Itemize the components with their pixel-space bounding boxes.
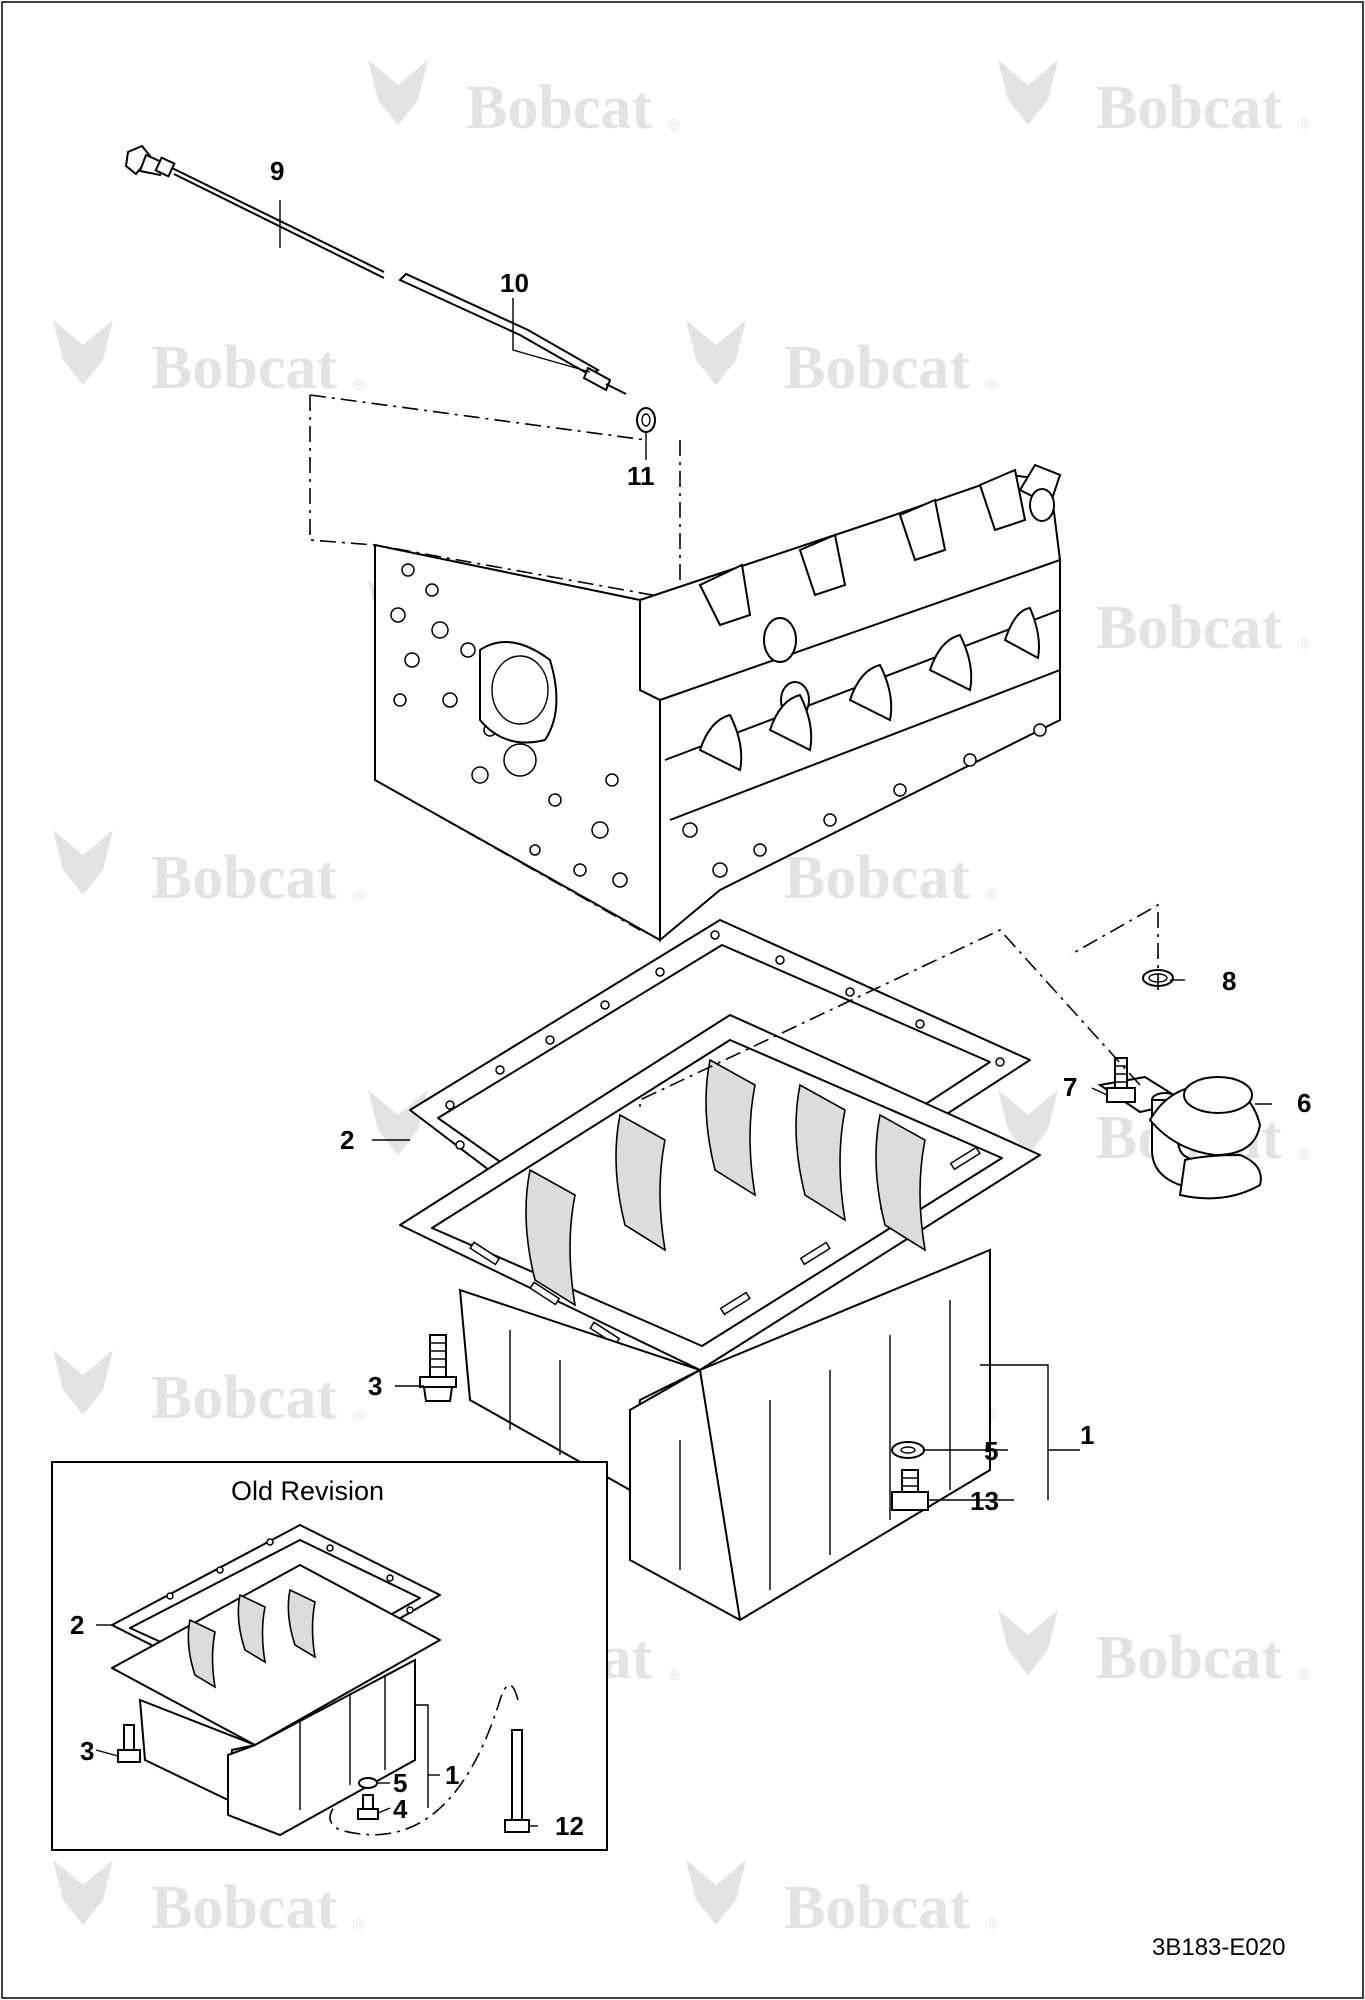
alignment-line (309, 394, 647, 441)
bobcat-logo-icon (53, 830, 113, 895)
watermark-registered: ® (986, 1917, 998, 1934)
alignment-line (1069, 903, 1159, 990)
watermark-text: Bobcat (1096, 594, 1282, 662)
inset-callout-5: 5 (393, 1768, 407, 1798)
watermark-text: Bobcat (151, 334, 337, 402)
watermark-text: Bobcat (784, 844, 970, 912)
inset-callout-3: 3 (80, 1736, 94, 1766)
inset-callout-2: 2 (70, 1610, 84, 1640)
watermark-registered: ® (353, 1407, 365, 1424)
watermark-registered: ® (1298, 637, 1310, 654)
callout-1: 1 (1080, 1420, 1094, 1450)
watermark-15: Bobcat ® (53, 1860, 365, 1942)
watermark-text: Bobcat (784, 334, 970, 402)
inset-title: Old Revision (231, 1476, 384, 1506)
inset-callout-12: 12 (555, 1811, 584, 1841)
strainer-bolt-7 (1106, 1057, 1136, 1103)
bobcat-logo-icon (368, 1090, 428, 1155)
watermark-2: Bobcat ® (998, 60, 1310, 142)
callout-11: 11 (627, 461, 655, 491)
callout-13: 13 (970, 1486, 999, 1516)
watermark-registered: ® (353, 377, 365, 394)
pan-bolt-3 (419, 1334, 457, 1402)
watermark-registered: ® (986, 377, 998, 394)
watermark-text: Bobcat (784, 1874, 970, 1942)
watermark-4: Bobcat ® (686, 320, 998, 402)
watermark-registered: ® (1298, 117, 1310, 134)
alignment-line (309, 395, 376, 546)
watermark-registered: ® (986, 887, 998, 904)
watermark-text: Bobcat (1096, 1624, 1282, 1692)
bobcat-logo-icon (53, 320, 113, 385)
oil-strainer-6 (1097, 1075, 1262, 1200)
watermark-text: Bobcat (151, 1874, 337, 1942)
figure-reference: 3B183-E020 (1152, 1934, 1285, 1961)
watermark-text: Bobcat (151, 844, 337, 912)
watermark-registered: ® (353, 1917, 365, 1934)
old-revision-inset: Old Revision (51, 1461, 608, 1851)
watermark-registered: ® (353, 887, 365, 904)
watermark-text: Bobcat (151, 1364, 337, 1432)
drain-washer-5 (891, 1441, 925, 1459)
dipstick-guide-tube (398, 272, 627, 395)
watermark-1: Bobcat ® (368, 60, 680, 142)
callout-8: 8 (1222, 966, 1236, 996)
callout-3: 3 (368, 1371, 382, 1401)
watermark-registered: ® (668, 117, 680, 134)
callout-5: 5 (984, 1436, 998, 1466)
watermark-text: Bobcat (1096, 74, 1282, 142)
watermark-text: Bobcat (466, 74, 652, 142)
leader-lines (279, 200, 1272, 1501)
inset-callout-1: 1 (445, 1760, 459, 1790)
bobcat-logo-icon (53, 1350, 113, 1415)
watermark-3: Bobcat ® (53, 320, 365, 402)
watermark-registered: ® (1298, 1147, 1310, 1164)
inset-callout-4: 4 (393, 1794, 408, 1824)
alignment-line (639, 929, 1141, 1110)
bobcat-logo-icon (686, 1860, 746, 1925)
watermark-14: Bobcat ® (998, 1610, 1310, 1692)
drain-plug-13 (891, 1469, 929, 1511)
o-ring-11 (636, 407, 656, 433)
engine-block (374, 463, 1062, 943)
bobcat-logo-icon (998, 1610, 1058, 1675)
watermark-registered: ® (1298, 1667, 1310, 1684)
callout-2: 2 (340, 1125, 354, 1155)
watermark-7: Bobcat ® (53, 830, 365, 912)
callout-10: 10 (500, 268, 529, 298)
bobcat-logo-icon (998, 1090, 1058, 1155)
oil-pan (399, 1014, 1041, 1622)
bobcat-logo-icon (368, 60, 428, 125)
callout-6: 6 (1297, 1088, 1311, 1118)
bobcat-logo-icon (998, 60, 1058, 125)
dipstick (124, 144, 385, 279)
callout-7: 7 (1063, 1072, 1077, 1102)
inset-alignment-line (329, 1684, 519, 1836)
bobcat-logo-icon (686, 320, 746, 385)
watermark-16: Bobcat ® (686, 1860, 998, 1942)
bobcat-logo-icon (53, 1860, 113, 1925)
watermark-11: Bobcat ® (53, 1350, 365, 1432)
callout-9: 9 (270, 156, 284, 186)
watermark-registered: ® (668, 1667, 680, 1684)
